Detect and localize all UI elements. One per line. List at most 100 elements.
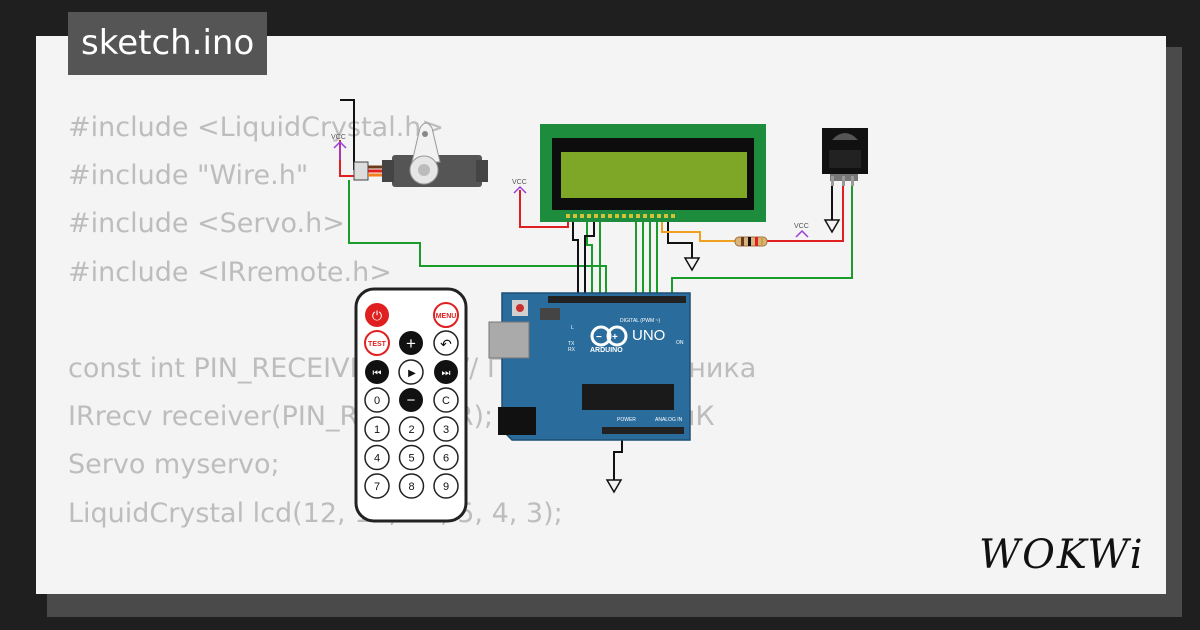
svg-text:⏻: ⏻ xyxy=(372,308,382,323)
remote-play-button[interactable]: ▶ xyxy=(398,359,424,385)
lcd-pin xyxy=(573,214,577,218)
resistor-vcc-symbol: VCC xyxy=(794,223,809,238)
remote-prev-button[interactable]: ⏮ xyxy=(365,360,389,384)
lcd-pin xyxy=(587,214,591,218)
servo-motor xyxy=(353,122,488,187)
svg-text:3: 3 xyxy=(443,424,449,436)
code-line: #include <LiquidCrystal.h> xyxy=(68,112,445,143)
svg-text:⏭: ⏭ xyxy=(442,368,451,379)
remote-power-button[interactable]: ⏻ xyxy=(365,303,389,327)
lcd-pin xyxy=(664,214,668,218)
wire-lcd-gnd2 xyxy=(584,218,595,297)
remote-digit-button[interactable]: 2 xyxy=(398,416,425,442)
on-led-label: ON xyxy=(676,340,684,346)
svg-text:TEST: TEST xyxy=(368,341,387,348)
svg-text:VCC: VCC xyxy=(794,223,809,230)
svg-text:7: 7 xyxy=(374,481,380,493)
wire-lcd-gnd1 xyxy=(572,218,579,297)
remote-menu-button[interactable]: MENU xyxy=(433,302,459,328)
digital-pwm-label: DIGITAL (PWM ~) xyxy=(620,318,660,324)
lcd-pin xyxy=(636,214,640,218)
lcd-pin xyxy=(615,214,619,218)
remote-digit-pad: 1 2 3 4 5 6 7 8 9 xyxy=(364,416,459,499)
wire-servo-gnd xyxy=(340,99,355,170)
wire-lcd-k-gnd xyxy=(667,218,693,258)
remote-next-button[interactable]: ⏭ xyxy=(434,360,458,384)
svg-text:VCC: VCC xyxy=(331,134,346,141)
analog-in-label: ANALOG IN xyxy=(655,417,683,423)
arduino-model-label: UNO xyxy=(632,327,665,344)
svg-text:VCC: VCC xyxy=(512,179,527,186)
svg-text:−: − xyxy=(596,332,602,343)
remote-test-button[interactable]: TEST xyxy=(364,330,390,356)
wire-ir-vcc xyxy=(802,180,844,242)
remote-minus-button[interactable]: − xyxy=(399,388,423,412)
wire-ir-signal xyxy=(671,180,853,297)
svg-text:+: + xyxy=(406,334,416,353)
svg-text:8: 8 xyxy=(408,481,414,493)
svg-text:6: 6 xyxy=(443,453,449,465)
svg-text:2: 2 xyxy=(408,424,414,436)
remote-digit-button[interactable]: 8 xyxy=(398,473,425,499)
l-led-label: L xyxy=(571,325,574,331)
svg-text:WOKWi: WOKWi xyxy=(979,532,1145,578)
wire-lcd-anode xyxy=(661,218,735,242)
rx-led-label: RX xyxy=(568,347,576,353)
lcd-pin xyxy=(629,214,633,218)
remote-plus-button[interactable]: + xyxy=(399,331,423,355)
code-line: Servo myservo; xyxy=(68,449,280,481)
remote-zero-button[interactable]: 0 xyxy=(364,387,390,413)
svg-text:▶: ▶ xyxy=(408,368,416,379)
svg-text:+: + xyxy=(612,332,618,343)
lcd-pin xyxy=(580,214,584,218)
remote-back-button[interactable]: ↶ xyxy=(433,330,459,356)
code-line: #include "Wire.h" xyxy=(68,160,309,192)
lcd-pin xyxy=(601,214,605,218)
svg-text:MENU: MENU xyxy=(436,313,457,320)
code-line: #include <Servo.h> xyxy=(68,208,345,240)
svg-text:9: 9 xyxy=(443,481,449,493)
lcd-pin-header xyxy=(566,214,675,218)
remote-digit-button[interactable]: 9 xyxy=(433,473,459,499)
ground-symbol-lcd xyxy=(683,257,701,272)
ir-receiver xyxy=(822,128,868,186)
wires xyxy=(339,99,853,480)
svg-text:↶: ↶ xyxy=(440,336,452,352)
sketch-filename-tab[interactable]: sketch.ino xyxy=(68,12,268,75)
lcd-pin xyxy=(643,214,647,218)
wire-arduino-gnd xyxy=(613,432,623,480)
remote-digit-button[interactable]: 5 xyxy=(398,444,425,471)
svg-text:4: 4 xyxy=(374,453,380,465)
tx-led-label: TX xyxy=(568,341,575,347)
arduino-brand-label: ARDUINO xyxy=(590,347,623,354)
remote-digit-button[interactable]: 7 xyxy=(364,473,390,499)
lcd-pin xyxy=(650,214,654,218)
remote-digit-button[interactable]: 4 xyxy=(364,444,390,471)
code-line: #include <IRremote.h> xyxy=(68,256,392,288)
wire-lcd-rs xyxy=(586,218,593,297)
svg-text:1: 1 xyxy=(374,424,380,436)
svg-text:0: 0 xyxy=(374,395,380,407)
svg-text:5: 5 xyxy=(408,453,414,465)
remote-clear-button[interactable]: C xyxy=(433,387,459,413)
lcd-display xyxy=(540,124,766,222)
remote-digit-button[interactable]: 6 xyxy=(433,444,459,471)
lcd-pin xyxy=(594,214,598,218)
servo-vcc-symbol: VCC xyxy=(331,134,347,160)
lcd-pin xyxy=(566,214,570,218)
arduino-uno-board: − + UNO ARDUINO DIGITAL (PWM ~) POWER AN… xyxy=(488,292,691,441)
ground-symbol-ir xyxy=(823,219,841,234)
ir-remote: ⏻ MENU TEST + ↶ ⏮ ▶ ⏭ xyxy=(354,287,468,523)
lcd-pin xyxy=(657,214,661,218)
arduino-logo: − + xyxy=(590,325,628,347)
remote-digit-button[interactable]: 3 xyxy=(433,416,459,442)
svg-text:−: − xyxy=(407,392,416,409)
wire-servo-signal xyxy=(348,180,607,297)
code-line: byte arrow[8] = { xyxy=(68,586,756,595)
svg-text:C: C xyxy=(442,395,450,407)
remote-digit-button[interactable]: 1 xyxy=(364,416,390,442)
lcd-pin xyxy=(622,214,626,218)
svg-text:⏮: ⏮ xyxy=(373,368,382,379)
lcd-pin xyxy=(608,214,612,218)
